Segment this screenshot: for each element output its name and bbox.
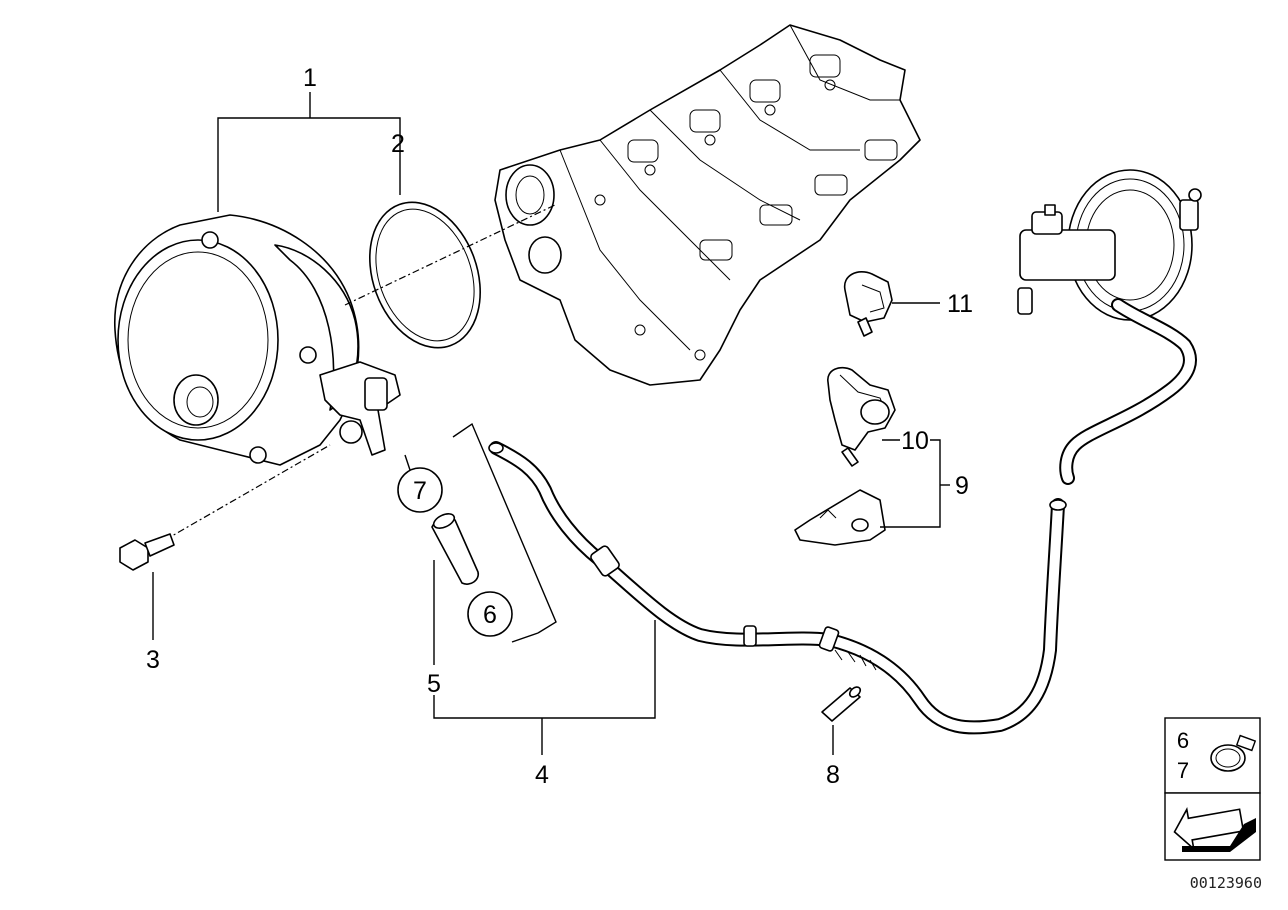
hose-sleeve-drawing — [431, 513, 480, 585]
legend-line-2: 7 — [1177, 758, 1189, 783]
diagram-reference-number: 00123960 — [1190, 874, 1262, 892]
legend-line-1: 6 — [1177, 728, 1189, 753]
callout-3: 3 — [146, 646, 160, 674]
callout-11: 11 — [947, 290, 973, 318]
alignment-line-pump-to-head — [344, 204, 556, 306]
vacuum-hose-drawing — [488, 441, 1067, 735]
brake-booster-drawing — [1017, 169, 1202, 485]
legend-box: 6 7 — [1164, 717, 1261, 794]
callout-8: 8 — [826, 761, 840, 789]
hose-clamp-icon — [1210, 734, 1257, 772]
pin-drawing — [821, 686, 862, 722]
bolt-drawing — [119, 533, 175, 571]
bracket-drawing — [794, 489, 886, 546]
callout-2: 2 — [391, 130, 405, 158]
cylinder-head-drawing — [494, 24, 921, 386]
clip-11-drawing — [843, 271, 893, 337]
alignment-line-bolt-to-pump — [164, 444, 331, 541]
callout-4: 4 — [535, 761, 549, 789]
callout-10: 10 — [901, 427, 929, 455]
direction-arrow-icon — [1173, 807, 1256, 852]
callout-7: 7 — [413, 477, 427, 505]
callout-circle-7 — [397, 467, 443, 513]
o-ring-drawing — [369, 201, 481, 349]
callout-circle-6 — [467, 591, 513, 637]
leader-lines — [152, 92, 950, 755]
holder-10-drawing — [827, 366, 896, 467]
callout-9: 9 — [955, 472, 969, 500]
callout-6: 6 — [483, 601, 497, 629]
callout-1: 1 — [303, 64, 317, 92]
vacuum-pump-drawing — [114, 214, 401, 466]
callout-5: 5 — [427, 670, 441, 698]
arrow-symbol-box — [1164, 792, 1261, 861]
